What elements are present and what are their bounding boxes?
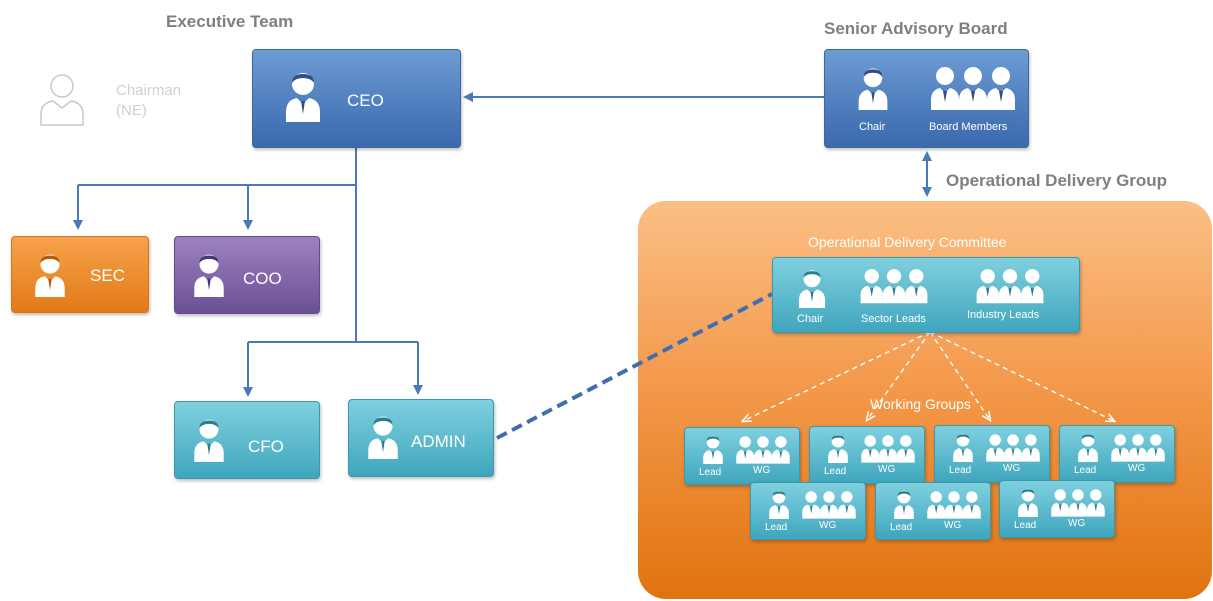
wg-lead-label: Lead [1014,520,1037,531]
person-icon [194,254,224,297]
ceo-box[interactable]: CEO [252,49,461,148]
advisory-chair-label: Chair [859,121,886,133]
person-icon [703,435,723,464]
person-icon [953,433,973,462]
group-icon [986,434,1040,462]
wg-label: WG [1068,518,1086,529]
operational-delivery-group-heading: Operational Delivery Group [946,171,1168,190]
wg-lead-label: Lead [699,467,722,478]
committee-industry-leads-label: Industry Leads [967,309,1040,321]
person-icon [35,254,65,297]
executive-team-heading: Executive Team [166,12,294,31]
group-icon [860,269,928,304]
working-group-box[interactable]: Lead WG [750,482,866,540]
group-icon [931,67,1015,110]
working-group-box[interactable]: Lead WG [934,425,1050,483]
wg-label: WG [944,520,962,531]
committee-chair-label: Chair [797,313,824,325]
group-icon [1051,489,1105,517]
coo-label: COO [243,269,282,288]
advisory-members-label: Board Members [929,121,1008,133]
wg-label: WG [878,464,896,475]
group-icon [802,491,856,519]
working-group-box[interactable]: Lead WG [875,482,991,540]
person-icon [798,270,826,308]
working-group-box[interactable]: Lead WG [999,480,1115,538]
working-group-box[interactable]: Lead WG [809,426,925,484]
person-icon [194,419,224,462]
wg-lead-label: Lead [824,466,847,477]
coo-box[interactable]: COO [174,236,320,314]
advisory-board-box[interactable]: Chair Board Members [824,49,1029,148]
person-icon [286,73,320,122]
group-icon [736,436,790,464]
wg-arrow-2 [867,331,931,420]
wg-lead-label: Lead [890,522,913,533]
group-icon [927,491,981,519]
chairman-node: Chairman (NE) [38,70,198,130]
person-icon [368,416,398,459]
cfo-box[interactable]: CFO [174,401,320,479]
wg-label: WG [1128,463,1146,474]
senior-advisory-board-heading: Senior Advisory Board [824,19,1008,38]
admin-label: ADMIN [411,432,466,451]
working-group-box[interactable]: Lead WG [684,427,800,485]
person-icon [1018,488,1038,517]
wg-label: WG [753,465,771,476]
group-icon [861,435,915,463]
cfo-label: CFO [248,437,284,456]
sec-box[interactable]: SEC [11,236,149,313]
person-icon [894,490,914,519]
wg-lead-label: Lead [1074,465,1097,476]
working-group-box[interactable]: Lead WG [1059,425,1175,483]
person-icon [858,68,888,110]
wg-label: WG [819,520,837,531]
person-icon [769,490,789,519]
group-icon [976,269,1044,304]
admin-to-committee-dashed-line [496,292,773,440]
ceo-label: CEO [347,91,384,110]
wg-lead-label: Lead [949,465,972,476]
wg-label: WG [1003,463,1021,474]
committee-sector-leads-label: Sector Leads [861,313,926,325]
wg-lead-label: Lead [765,522,788,533]
admin-box[interactable]: ADMIN [348,399,494,477]
chairman-title: Chairman [116,82,182,99]
sec-label: SEC [90,266,125,285]
wg-arrow-1 [743,331,931,421]
person-icon [1078,433,1098,462]
person-icon [828,434,848,463]
group-icon [1111,434,1165,462]
committee-box[interactable]: Chair Sector Leads Industry Leads [772,257,1080,333]
person-outline-icon [40,74,84,126]
working-groups-title: Working Groups [870,396,971,412]
committee-title: Operational Delivery Committee [808,234,1007,250]
chairman-subtitle: (NE) [116,102,147,119]
wg-arrow-4 [929,331,1114,421]
